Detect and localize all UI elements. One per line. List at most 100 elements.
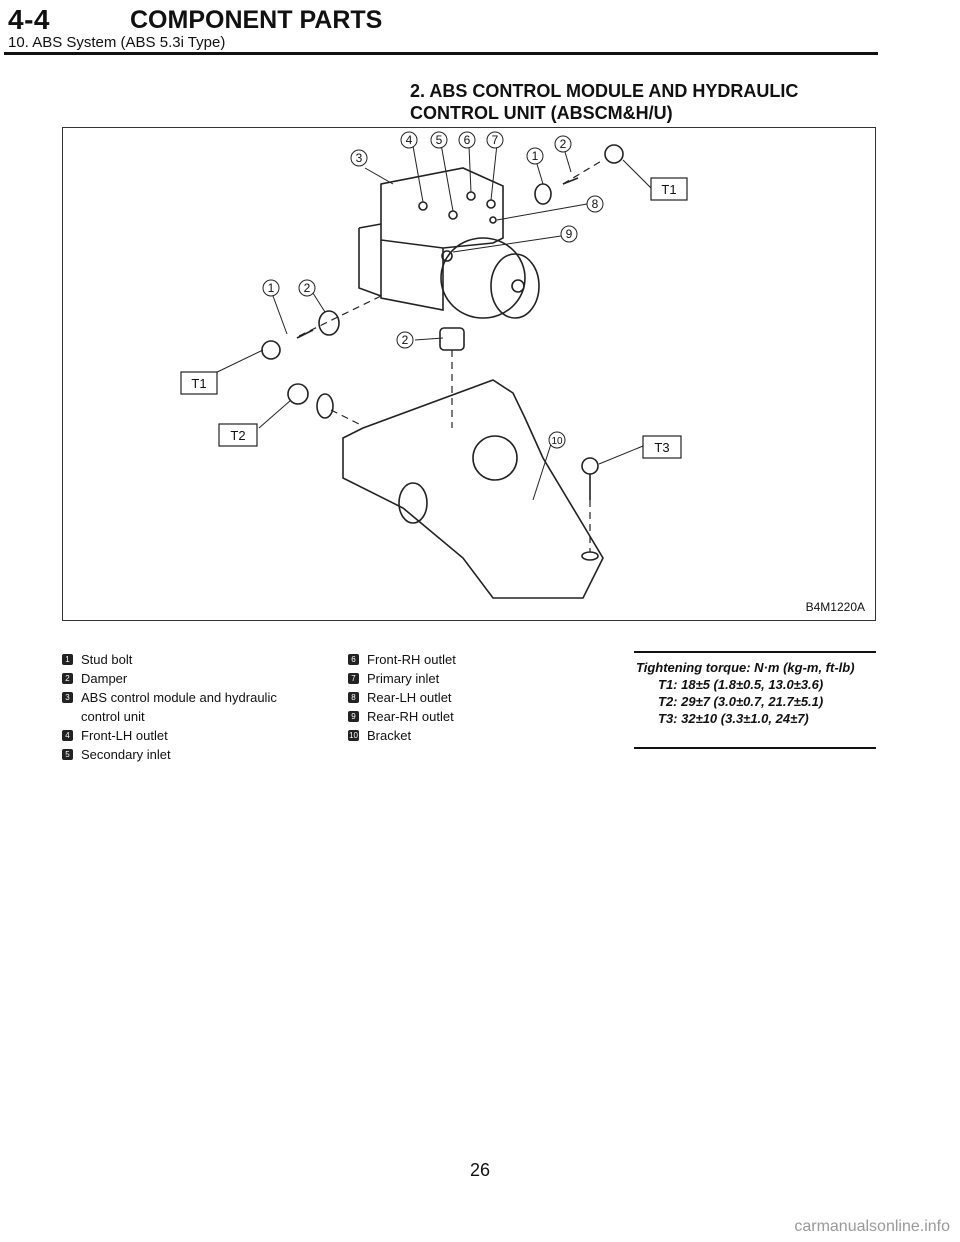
legend-text: Primary inlet — [367, 671, 440, 686]
leader-3 — [364, 167, 394, 185]
damper-lower — [439, 327, 465, 351]
legend-item: 8 Rear-LH outlet — [348, 688, 588, 707]
section-title-line1: 2. ABS CONTROL MODULE AND HYDRAULIC — [410, 81, 799, 101]
callout-1-top: 1 — [532, 149, 539, 163]
legend-text: ABS control module and hydraulic control… — [81, 690, 277, 724]
port-front-rh — [466, 191, 476, 201]
bracket-hole-large — [472, 435, 518, 481]
callout-7-ring — [486, 131, 504, 149]
callout-1-left-ring — [262, 279, 280, 297]
damper-left — [318, 310, 340, 336]
page-subheading: 10. ABS System (ABS 5.3i Type) — [8, 34, 226, 51]
legend-text: Damper — [81, 671, 128, 686]
section-title: 2. ABS CONTROL MODULE AND HYDRAULIC CONT… — [410, 80, 798, 124]
legend-number: 1 — [62, 654, 73, 665]
legend-number: 8 — [348, 692, 359, 703]
port-primary — [486, 199, 496, 209]
bracket-hole-left — [398, 482, 428, 524]
torque-t2: T2: 29±7 (3.0±0.7, 21.7±5.1) — [658, 694, 824, 709]
page-number: 26 — [469, 1160, 491, 1180]
figure-code: B4M1220A — [805, 600, 865, 614]
torque-label-t1-left: T1 — [191, 376, 206, 391]
watermark: carmanualsonline.info — [794, 1218, 950, 1235]
assembly-line-right — [562, 159, 604, 185]
legend-item: 5 Secondary inlet — [62, 745, 312, 764]
callout-4-ring — [400, 131, 418, 149]
legend-item: 2 Damper — [62, 669, 312, 688]
legend-number: 6 — [348, 654, 359, 665]
leader-5 — [440, 143, 454, 212]
damper-right — [534, 183, 552, 205]
callout-7: 7 — [492, 133, 499, 147]
legend-column-2: 6 Front-RH outlet 7 Primary inlet 8 Rear… — [348, 650, 588, 745]
callout-3-ring — [350, 149, 368, 167]
legend-item: 7 Primary inlet — [348, 669, 588, 688]
torque-label-t1-right: T1 — [661, 182, 676, 197]
callout-2-lower-ring — [396, 331, 414, 349]
leader-6 — [468, 145, 472, 193]
callout-3: 3 — [356, 151, 363, 165]
callout-8: 8 — [592, 197, 599, 211]
legend-number: 9 — [348, 711, 359, 722]
bolt-t2-head — [287, 383, 309, 405]
section-code: 4-4 — [8, 4, 50, 35]
leader-t2 — [258, 399, 292, 429]
stud-left — [296, 329, 314, 339]
legend-item: 1 Stud bolt — [62, 650, 312, 669]
abs-motor-cap — [490, 253, 540, 319]
port-secondary — [448, 210, 458, 220]
callout-9-ring — [560, 225, 578, 243]
callout-4: 4 — [406, 133, 413, 147]
legend-number: 4 — [62, 730, 73, 741]
legend-item: 10 Bracket — [348, 726, 588, 745]
nut-t1-left — [261, 340, 281, 360]
port-rear-lh — [489, 216, 497, 224]
page-heading: COMPONENT PARTS — [130, 6, 383, 34]
legend-text: Front-RH outlet — [367, 652, 456, 667]
abs-motor-center — [511, 279, 525, 293]
exploded-diagram: 3 4 5 6 7 1 2 8 9 1 2 2 10 T1 T1 T2 T3 B… — [62, 127, 876, 621]
section-title-line2: CONTROL UNIT (ABSCM&H/U) — [410, 103, 673, 123]
abs-motor — [440, 237, 526, 319]
assembly-line-t2 — [330, 409, 364, 427]
legend-text: Secondary inlet — [81, 747, 171, 762]
leader-7 — [490, 143, 498, 201]
bolt-t3-head — [581, 457, 599, 475]
abs-unit-top — [380, 167, 504, 249]
leader-t1-right — [622, 159, 652, 189]
callout-2-top: 2 — [560, 137, 567, 151]
bracket-mount-hole — [581, 551, 599, 561]
leader-1-left — [272, 295, 288, 335]
torque-label-t3: T3 — [654, 440, 669, 455]
legend-text: Rear-LH outlet — [367, 690, 452, 705]
port-front-lh — [418, 201, 428, 211]
callout-5: 5 — [436, 133, 443, 147]
torque-box-t2 — [218, 423, 258, 447]
legend-item: 4 Front-LH outlet — [62, 726, 312, 745]
callout-2-lower: 2 — [402, 333, 409, 347]
leader-2-top — [564, 151, 572, 173]
legend-item: 9 Rear-RH outlet — [348, 707, 588, 726]
torque-label-t2: T2 — [230, 428, 245, 443]
legend-number: 7 — [348, 673, 359, 684]
callout-6-ring — [458, 131, 476, 149]
callout-8-ring — [586, 195, 604, 213]
callout-2-left: 2 — [304, 281, 311, 295]
callout-9: 9 — [566, 227, 573, 241]
legend-item: 6 Front-RH outlet — [348, 650, 588, 669]
legend-number: 5 — [62, 749, 73, 760]
legend-number: 2 — [62, 673, 73, 684]
legend-number: 10 — [348, 730, 359, 741]
leader-1-top — [536, 163, 544, 185]
legend-number: 3 — [62, 692, 73, 703]
diagram-drawing: 3 4 5 6 7 1 2 8 9 1 2 2 10 T1 T1 T2 T3 — [180, 131, 688, 599]
leader-t1-left — [208, 349, 264, 377]
header-divider — [4, 52, 878, 55]
callout-2-left-ring — [298, 279, 316, 297]
callout-1-top-ring — [526, 147, 544, 165]
callout-10: 10 — [551, 436, 563, 447]
assembly-line-left — [298, 295, 382, 337]
leader-9 — [452, 235, 562, 253]
callout-6: 6 — [464, 133, 471, 147]
legend-text: Stud bolt — [81, 652, 133, 667]
